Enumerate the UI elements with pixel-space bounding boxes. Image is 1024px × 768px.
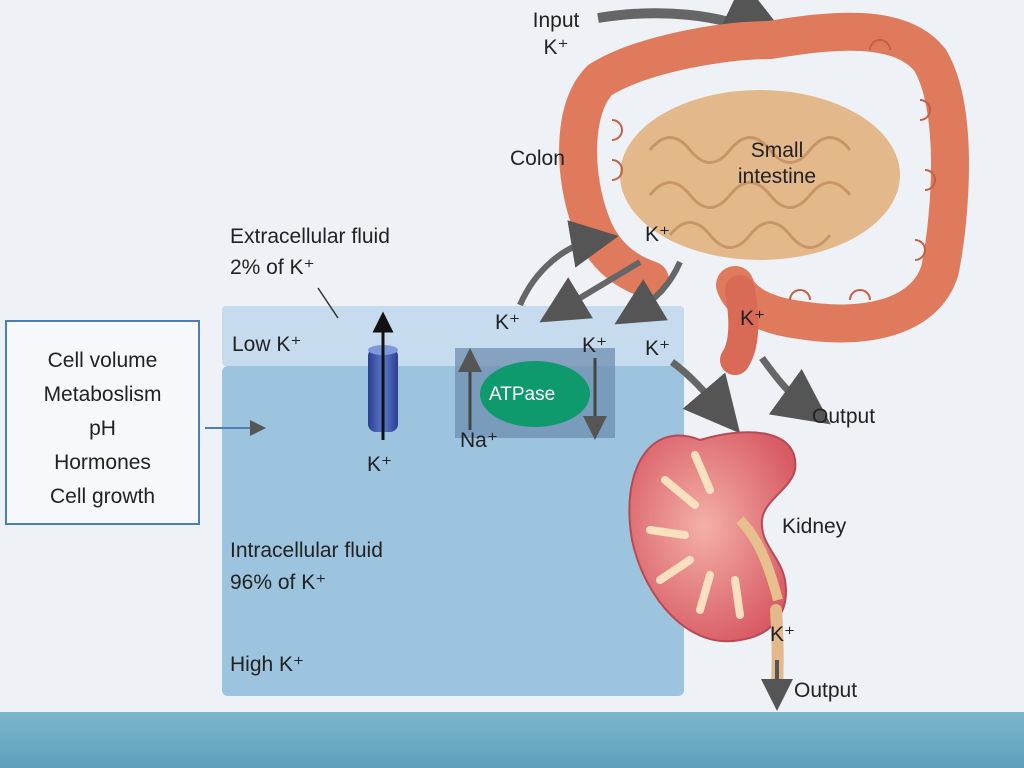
icf-percent: 96% of K⁺ [230, 571, 327, 594]
high-k-label: High K⁺ [230, 653, 305, 676]
small-intestine-folds [648, 136, 852, 249]
colon-tube [716, 12, 969, 343]
factor-metabolism: Metaboslism [43, 383, 162, 406]
low-k-label: Low K⁺ [232, 333, 302, 356]
k-ecf-label-1: K⁺ [495, 311, 521, 334]
factor-cell-growth: Cell growth [49, 485, 156, 508]
atpase-ellipse [480, 361, 590, 427]
small-intestine-label: Small intestine [737, 139, 817, 188]
colon-output-arrow [759, 355, 831, 425]
input-k-label: K⁺ [543, 36, 569, 59]
kidney-k-label: K⁺ [770, 623, 796, 646]
regulating-factors-list: Cell volume Metaboslism pH Hormones Cell… [7, 344, 198, 514]
small-intestine-mass [620, 90, 900, 260]
factor-hormones: Hormones [54, 451, 151, 474]
k-ecf-label-2: K⁺ [582, 334, 608, 357]
k-channel-label: K⁺ [367, 453, 393, 476]
intestine-to-ecf-arrow [614, 260, 683, 325]
factor-ph: pH [89, 417, 116, 440]
colon-output-label: Output [812, 405, 876, 428]
ecf-to-kidney-arrow [669, 359, 741, 434]
kidney-output-label: Output [794, 679, 858, 702]
k-colon-output-label: K⁺ [740, 307, 766, 330]
atpase-label: ATPase [489, 384, 556, 405]
slide-footer-band [0, 712, 1024, 768]
intracellular-compartment [222, 366, 684, 696]
k-near-colon-label: K⁺ [645, 223, 671, 246]
factor-cell-volume: Cell volume [47, 349, 158, 372]
rectum [720, 275, 759, 375]
regulating-factors-box: Cell volume Metaboslism pH Hormones Cell… [5, 320, 200, 525]
ecf-leader-line [317, 287, 339, 319]
ecf-to-colon-arrow [517, 220, 619, 307]
input-label: Input [532, 9, 580, 32]
ecf-percent: 2% of K⁺ [230, 256, 315, 279]
colon-label: Colon [510, 147, 565, 170]
kidney-pyramids [646, 451, 744, 619]
na-label: Na⁺ [460, 429, 498, 452]
renal-pelvis [736, 516, 783, 602]
ecf-title: Extracellular fluid [230, 225, 390, 248]
colon-to-ecf-arrow [539, 259, 642, 323]
k-ecf-label-3: K⁺ [645, 337, 671, 360]
icf-title: Intracellular fluid [230, 539, 383, 562]
kidney-label: Kidney [782, 515, 847, 538]
colon-ridges [611, 39, 936, 301]
